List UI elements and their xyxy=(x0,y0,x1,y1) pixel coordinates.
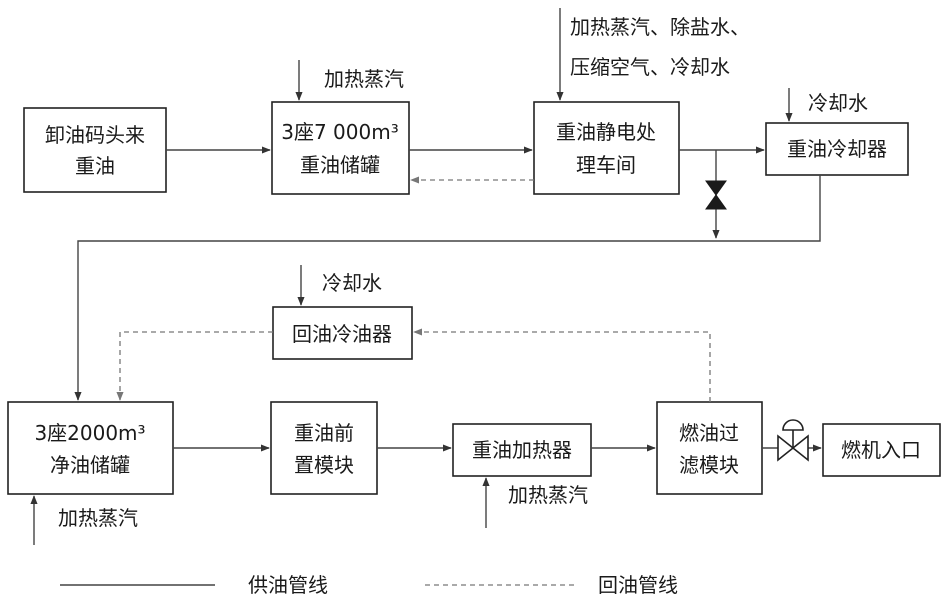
legend-return-label: 回油管线 xyxy=(598,573,678,597)
return-line-return-cooler-to-clean-tanks xyxy=(116,331,273,401)
node-heavy-oil-cooler: 重油冷却器 xyxy=(765,122,909,176)
node-clean-oil-tanks: 3座2000m³ 净油储罐 xyxy=(7,401,174,495)
node-label: 3座2000m³ xyxy=(34,421,145,445)
control-valve-icon xyxy=(777,419,809,462)
node-label: 净油储罐 xyxy=(50,453,130,477)
node-label: 燃机入口 xyxy=(841,438,921,462)
cooling-water-label-return-cooler: 冷却水 xyxy=(322,271,382,295)
node-label: 燃油过 xyxy=(679,421,739,445)
legend-supply-label: 供油管线 xyxy=(248,573,328,597)
utility-label-line-2: 压缩空气、冷却水 xyxy=(570,55,730,79)
node-unloading-dock: 卸油码头来 重油 xyxy=(23,107,167,193)
node-return-oil-cooler: 回油冷油器 xyxy=(272,306,413,360)
steam-label-clean-tanks: 加热蒸汽 xyxy=(58,506,138,530)
supply-line-cooler-to-clean-tanks xyxy=(74,175,821,401)
node-label: 重油加热器 xyxy=(472,438,572,462)
steam-label-raw-tanks: 加热蒸汽 xyxy=(324,67,404,91)
node-label: 回油冷油器 xyxy=(292,322,392,346)
node-label: 重油静电处 xyxy=(556,120,656,144)
bypass-valve-icon xyxy=(705,180,727,210)
cooling-water-label-cooler: 冷却水 xyxy=(808,91,868,115)
utility-label-line-1: 加热蒸汽、除盐水、 xyxy=(570,15,750,39)
node-heater: 重油加热器 xyxy=(452,423,592,477)
node-pre-module: 重油前 置模块 xyxy=(270,401,378,495)
node-label: 理车间 xyxy=(576,153,636,177)
steam-label-heater: 加热蒸汽 xyxy=(508,483,588,507)
node-label: 3座7 000m³ xyxy=(281,120,398,144)
node-raw-oil-tanks: 3座7 000m³ 重油储罐 xyxy=(271,101,410,195)
return-line-filter-to-return-cooler xyxy=(413,328,711,402)
legend: 供油管线 回油管线 xyxy=(60,573,678,597)
node-turbine-inlet: 燃机入口 xyxy=(822,423,941,477)
node-label: 重油冷却器 xyxy=(787,137,887,161)
node-label: 重油前 xyxy=(294,421,354,445)
node-label: 重油 xyxy=(75,154,115,178)
node-label: 滤模块 xyxy=(679,453,739,477)
node-label: 重油储罐 xyxy=(300,153,380,177)
node-filter-module: 燃油过 滤模块 xyxy=(656,401,763,495)
node-label: 置模块 xyxy=(294,453,354,477)
node-label: 卸油码头来 xyxy=(45,123,145,147)
node-electrostatic-workshop: 重油静电处 理车间 xyxy=(533,101,680,195)
